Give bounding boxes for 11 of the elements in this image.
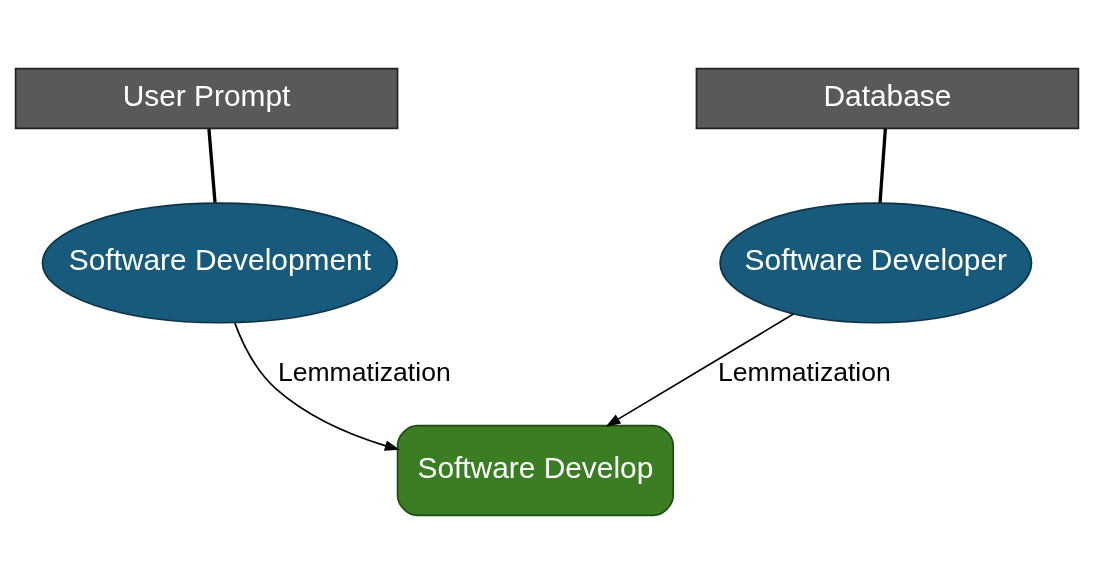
arrow	[605, 313, 795, 427]
node-box: User Prompt	[14, 67, 399, 130]
edge-label: Lemmatization	[277, 356, 451, 387]
edge-label: Lemmatization	[718, 356, 891, 387]
node-box: Database	[695, 67, 1080, 130]
node-ellipse: Software Developer	[719, 202, 1033, 324]
node-box: Software Develop	[396, 424, 675, 517]
node-ellipse: Software Development	[41, 202, 399, 324]
connector	[878, 128, 887, 203]
connector	[207, 128, 217, 203]
arrow	[234, 322, 400, 451]
